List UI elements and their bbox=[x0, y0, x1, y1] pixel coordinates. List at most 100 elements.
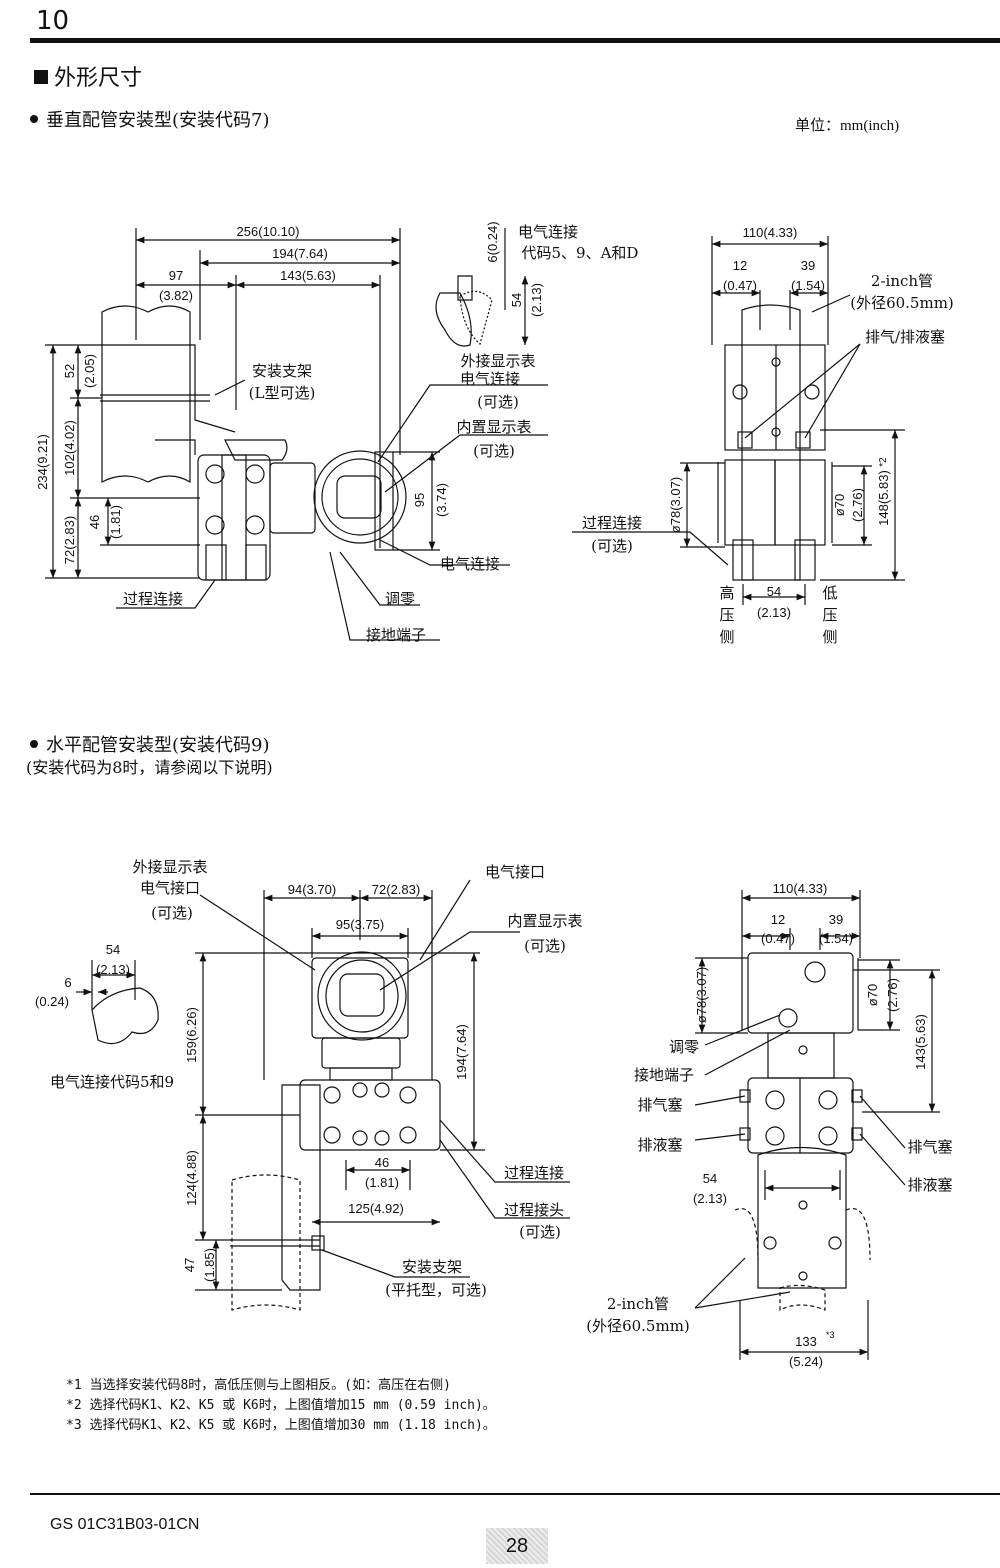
label-process-conn: 过程连接 bbox=[123, 590, 183, 608]
dim-124: 124(4.88) bbox=[184, 1150, 199, 1206]
unit-label: 单位：mm(inch) bbox=[795, 118, 900, 134]
label-low-2: 压 bbox=[822, 606, 837, 624]
footnote-1: *1 当选择安装代码8时，高低压侧与上图相反。(如：高压在右侧) bbox=[66, 1378, 451, 1393]
dim-6-h-inch: (0.24) bbox=[35, 994, 69, 1009]
dim-46: 46 bbox=[87, 515, 102, 529]
footer-rule bbox=[30, 1493, 1000, 1495]
display-housing bbox=[313, 450, 407, 544]
vertical-mount-title: 垂直配管安装型(安装代码7) bbox=[30, 106, 270, 132]
chapter-number: 10 bbox=[36, 6, 70, 36]
label-optional-h3: (可选) bbox=[519, 1223, 561, 1241]
dim-54-h-bottom-inch: (2.13) bbox=[693, 1191, 727, 1206]
dim-54-inch: (2.13) bbox=[529, 283, 544, 317]
label-pipe-od: (外径60.5mm) bbox=[850, 294, 954, 312]
dim-46-h-inch: (1.81) bbox=[365, 1175, 399, 1190]
dim-125: 125(4.92) bbox=[348, 1201, 404, 1216]
dim-54-h: 54 bbox=[106, 942, 120, 957]
dim-133-inch: (5.24) bbox=[789, 1354, 823, 1369]
page-number: 28 bbox=[486, 1528, 548, 1564]
label-optional-2: (可选) bbox=[473, 442, 515, 460]
label-pipe-h-od: (外径60.5mm) bbox=[586, 1317, 690, 1335]
label-pipe-h: 2-inch管 bbox=[607, 1295, 669, 1313]
dim-97: 97 bbox=[169, 268, 183, 283]
label-vent-plug-left: 排气塞 bbox=[637, 1096, 682, 1114]
label-process-conn-right-sub: (可选) bbox=[591, 537, 633, 555]
dim-234: 234(9.21) bbox=[35, 434, 50, 490]
dim-143-h: 143(5.63) bbox=[913, 1014, 928, 1070]
label-drain-plug-right: 排液塞 bbox=[907, 1176, 952, 1194]
dim-46-inch: (1.81) bbox=[108, 505, 123, 539]
dim-95-inch: (3.74) bbox=[434, 483, 449, 517]
dim-102: 102(4.02) bbox=[62, 420, 77, 476]
vertical-mount-drawing: 256(10.10) 194(7.64) 143(5.63) 97 (3.82)… bbox=[35, 221, 954, 646]
dim-70: ø70 bbox=[832, 494, 847, 516]
label-int-display: 内置显示表 bbox=[456, 418, 531, 436]
note-ref-2: *2 bbox=[878, 457, 889, 467]
header-rule bbox=[30, 38, 1000, 43]
section-title-text: 外形尺寸 bbox=[54, 66, 143, 91]
label-elec-code: 电气连接 bbox=[518, 223, 578, 241]
dim-12-h-inch: (0.47) bbox=[761, 931, 795, 946]
dim-159: 159(6.26) bbox=[184, 1007, 199, 1063]
dim-78: ø78(3.07) bbox=[668, 477, 683, 533]
square-bullet-icon bbox=[34, 70, 48, 84]
label-elec-conn: 电气连接 bbox=[440, 555, 500, 573]
dim-72-h: 72(2.83) bbox=[372, 882, 420, 897]
label-ext-display-conn: 电气连接 bbox=[460, 370, 520, 388]
label-low-1: 低 bbox=[822, 584, 837, 602]
dim-95: 95 bbox=[412, 493, 427, 507]
label-process-conn-h: 过程连接 bbox=[504, 1164, 564, 1182]
dim-39: 39 bbox=[801, 258, 815, 273]
dim-39-inch: (1.54) bbox=[791, 278, 825, 293]
label-elec-code-values: 代码5、9、A和D bbox=[522, 244, 639, 262]
dim-133: 133 bbox=[795, 1334, 817, 1349]
horizontal-mount-title: 水平配管安装型(安装代码9) bbox=[30, 731, 270, 757]
pipe-shape bbox=[101, 305, 191, 484]
bullet-dot-icon bbox=[30, 740, 38, 748]
label-vent-drain: 排气/排液塞 bbox=[865, 328, 945, 346]
dim-52-inch: (2.05) bbox=[82, 354, 97, 388]
note-ref-3: *3 bbox=[826, 1330, 835, 1340]
dim-95-h: 95(3.75) bbox=[336, 917, 384, 932]
dim-54-bottom-inch: (2.13) bbox=[757, 605, 791, 620]
dim-54-h-inch: (2.13) bbox=[96, 962, 130, 977]
dim-46-h: 46 bbox=[375, 1155, 389, 1170]
dim-70-inch: (2.76) bbox=[850, 488, 865, 522]
dim-256: 256(10.10) bbox=[237, 224, 300, 239]
dim-6: 6(0.24) bbox=[485, 221, 500, 262]
label-optional-h1: (可选) bbox=[151, 904, 193, 922]
horizontal-mount-drawing: 94(3.70) 72(2.83) 95(3.75) 54 (2.13) 6 (… bbox=[35, 858, 952, 1369]
label-ext-display-h: 外接显示表 bbox=[132, 858, 207, 876]
label-high-3: 侧 bbox=[719, 628, 734, 646]
label-bracket-h: 安装支架 bbox=[402, 1258, 462, 1276]
label-high-1: 高 bbox=[719, 584, 734, 602]
dim-39-h: 39 bbox=[829, 912, 843, 927]
dim-54-h-bottom: 54 bbox=[703, 1171, 717, 1186]
dim-194-h: 194(7.64) bbox=[454, 1024, 469, 1080]
label-zero-adj-h: 调零 bbox=[669, 1038, 699, 1056]
dim-12-h: 12 bbox=[771, 912, 785, 927]
label-pipe: 2-inch管 bbox=[871, 272, 933, 290]
horizontal-mount-subtitle: (安装代码为8时，请参阅以下说明) bbox=[26, 758, 273, 777]
label-bracket-sub: (L型可选) bbox=[249, 384, 316, 402]
label-ext-display: 外接显示表 bbox=[460, 352, 535, 370]
dim-12: 12 bbox=[733, 258, 747, 273]
label-bracket: 安装支架 bbox=[252, 362, 312, 380]
label-ground: 接地端子 bbox=[366, 626, 426, 644]
dim-47: 47 bbox=[182, 1258, 197, 1272]
dim-54: 54 bbox=[509, 293, 524, 307]
dim-39-h-inch: (1.54) bbox=[819, 931, 853, 946]
doc-number: GS 01C31B03-01CN bbox=[50, 1516, 200, 1533]
footnote-2: *2 选择代码K1、K2、K5 或 K6时，上图值增加15 mm (0.59 i… bbox=[66, 1398, 496, 1413]
label-elec-port: 电气接口 bbox=[485, 863, 545, 881]
dim-194: 194(7.64) bbox=[272, 246, 328, 261]
dim-54-bottom: 54 bbox=[767, 584, 781, 599]
bullet-dot-icon bbox=[30, 115, 38, 123]
dim-6-h: 6 bbox=[64, 975, 71, 990]
dim-78-h: ø78(3.07) bbox=[694, 967, 709, 1023]
label-zero-adj: 调零 bbox=[385, 590, 415, 608]
label-elec-code-59: 电气连接代码5和9 bbox=[50, 1073, 174, 1091]
dim-47-inch: (1.85) bbox=[202, 1248, 217, 1282]
label-process-conn-right: 过程连接 bbox=[582, 514, 642, 532]
dim-94: 94(3.70) bbox=[288, 882, 336, 897]
